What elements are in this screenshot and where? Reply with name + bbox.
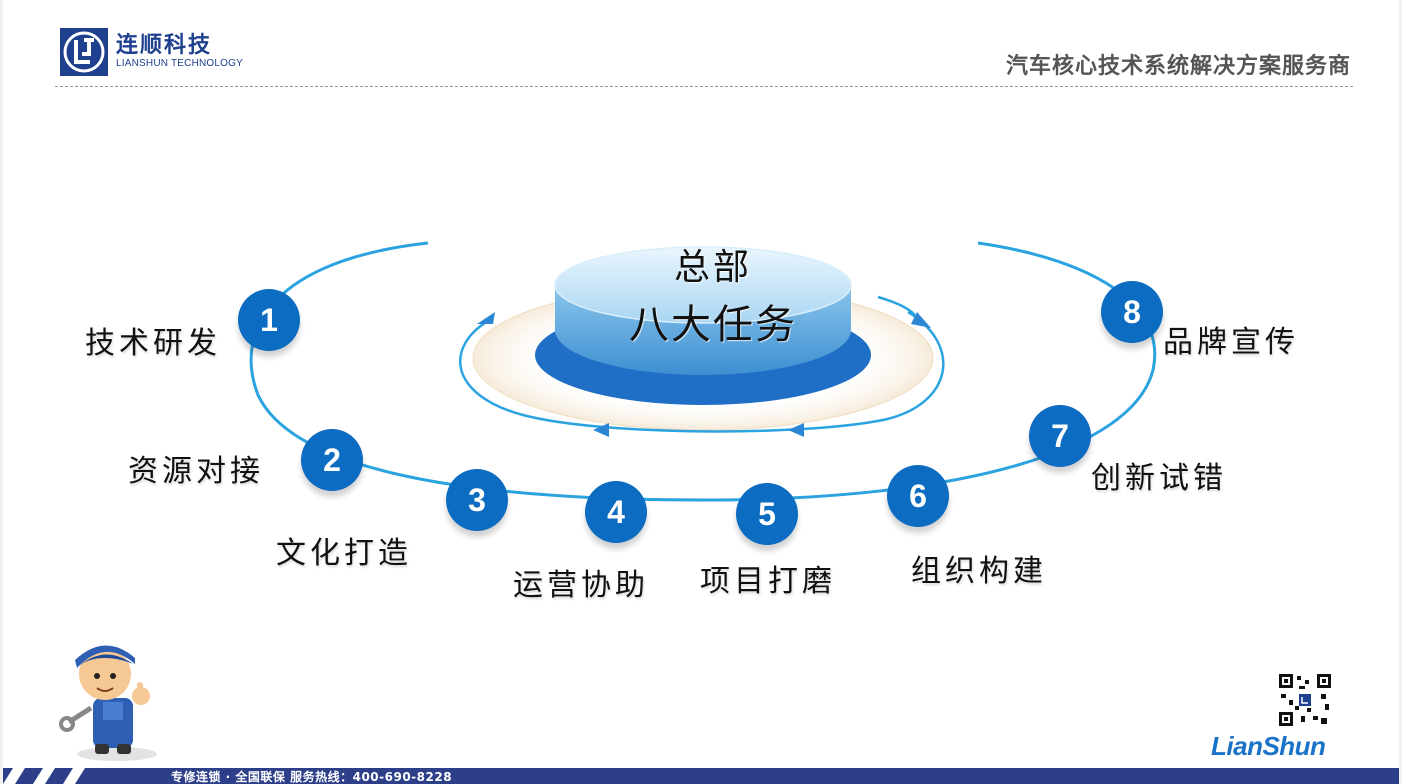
header-tagline: 汽车核心技术系统解决方案服务商 bbox=[1005, 54, 1351, 79]
company-logo: 连顺科技 LIANSHUN TECHNOLOGY bbox=[60, 28, 243, 76]
qr-code-icon bbox=[1277, 672, 1333, 728]
task-label-1: 技术研发 bbox=[85, 326, 221, 361]
task-label-7: 创新试错 bbox=[1091, 461, 1227, 496]
task-badge-4: 4 bbox=[585, 481, 647, 543]
task-label-3: 文化打造 bbox=[276, 536, 412, 571]
orbit-arrow-bottom-2 bbox=[788, 423, 804, 437]
footer-stripes bbox=[3, 768, 85, 784]
disc-top bbox=[554, 246, 852, 324]
company-name-cn: 连顺科技 bbox=[116, 33, 213, 58]
task-badge-5: 5 bbox=[736, 483, 798, 545]
mechanic-mascot-icon bbox=[59, 645, 157, 761]
orbit-arrow-bottom-1 bbox=[593, 423, 609, 437]
footer-brand: LianShun bbox=[1211, 731, 1326, 761]
inner-orbit-top-right bbox=[877, 295, 916, 316]
task-ring-diagram bbox=[249, 241, 1157, 502]
center-title-line2: 八大任务 bbox=[629, 302, 797, 348]
footer-bar bbox=[3, 768, 1399, 784]
orbit-arrow-right bbox=[911, 312, 931, 328]
lianshun-logo-icon bbox=[60, 28, 108, 76]
task-badge-3: 3 bbox=[446, 469, 508, 531]
inner-orbit bbox=[458, 310, 945, 433]
task-badge-2: 2 bbox=[301, 429, 363, 491]
task-label-4: 运营协助 bbox=[513, 568, 649, 603]
task-badge-8: 8 bbox=[1101, 281, 1163, 343]
footer-text: 专修连锁 · 全国联保 服务热线：400-690-8228 bbox=[171, 770, 453, 784]
task-label-6: 组织构建 bbox=[911, 554, 1047, 589]
task-badge-7: 7 bbox=[1029, 405, 1091, 467]
task-label-5: 项目打磨 bbox=[700, 564, 836, 599]
header-divider bbox=[55, 86, 1353, 87]
company-name-en: LIANSHUN TECHNOLOGY bbox=[116, 58, 243, 69]
center-title-line1: 总部 bbox=[673, 247, 752, 288]
orbit-arrow-left bbox=[477, 312, 495, 324]
task-badge-6: 6 bbox=[887, 465, 949, 527]
slide: 连顺科技 LIANSHUN TECHNOLOGY 汽车核心技术系统解决方案服务商 bbox=[3, 0, 1399, 784]
task-label-8: 品牌宣传 bbox=[1163, 325, 1299, 360]
task-label-2: 资源对接 bbox=[128, 454, 264, 489]
task-badge-1: 1 bbox=[238, 289, 300, 351]
